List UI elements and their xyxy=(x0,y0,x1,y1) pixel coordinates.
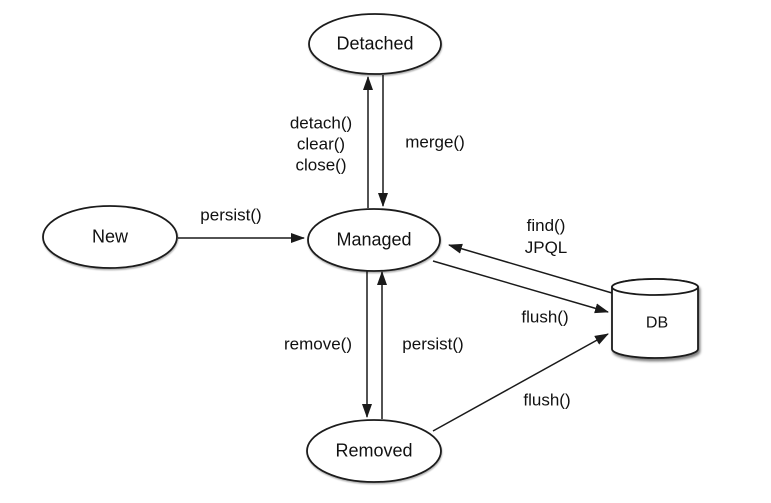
db-cylinder-top xyxy=(611,278,699,296)
state-new-label: New xyxy=(91,226,129,247)
edge-label-detach: detach() xyxy=(289,113,353,133)
edge-label-persist-removed-to-managed: persist() xyxy=(402,334,464,354)
edge-label-find-jpql: find() JPQL xyxy=(525,215,568,259)
arrow-db-to-managed xyxy=(448,243,613,294)
edge-label-flush-removed-to-db: flush() xyxy=(523,390,571,410)
arrow-managed-to-db xyxy=(432,260,609,314)
state-detached-shape xyxy=(308,13,442,75)
state-removed-label: Removed xyxy=(335,440,413,461)
edge-label-clear: clear() xyxy=(296,134,346,154)
edge-label-find: find() xyxy=(526,216,566,235)
db-label: DB xyxy=(645,314,669,332)
edge-label-persist-new-to-managed: persist() xyxy=(200,205,262,225)
state-detached-label: Detached xyxy=(336,33,414,54)
state-removed-shape xyxy=(306,419,442,483)
edge-label-remove: remove() xyxy=(283,334,353,354)
edge-label-close: close() xyxy=(295,155,347,175)
state-managed-shape xyxy=(307,208,441,272)
edge-label-jpql: JPQL xyxy=(524,238,568,257)
edge-label-merge: merge() xyxy=(405,132,465,152)
edge-label-flush-managed-to-db: flush() xyxy=(521,307,569,327)
edge-label-detach-clear-close: detach() clear() close() xyxy=(290,113,352,176)
db-cylinder-shape xyxy=(611,278,699,359)
state-new-shape xyxy=(42,205,178,269)
state-managed-label: Managed xyxy=(336,229,412,250)
arrow-removed-to-db xyxy=(432,333,609,432)
